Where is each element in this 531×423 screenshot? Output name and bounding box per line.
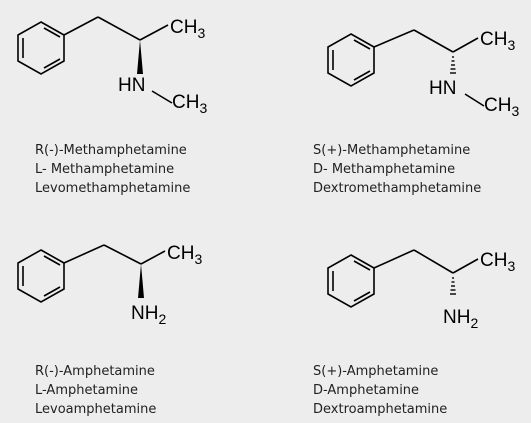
nitrogen-label: NH2 (443, 307, 478, 331)
aromatic-bond (353, 70, 371, 81)
name-dl: L- Methamphetamine (35, 162, 175, 177)
nitrogen-label: NH2 (131, 303, 166, 327)
structure-r-methamphetamine: CH3 HN CH3 (17, 16, 207, 116)
aromatic-bond (353, 291, 371, 302)
aromatic-bond (43, 27, 61, 38)
name-dl: L-Amphetamine (35, 383, 139, 398)
nitrogen-label: HN (429, 78, 456, 99)
molecule-s-methamphetamine: CH3 HN CH3 S(+)-Methamphetamine D- Metha… (310, 0, 531, 210)
ch2-to-chiral-bond (413, 249, 454, 274)
hashed-bond (450, 277, 456, 295)
name-list: S(+)-Amphetamine D-Amphetamine Dextroamp… (313, 362, 447, 419)
structure-r-amphetamine: CH3 NH2 (17, 243, 202, 327)
n-to-methyl-bond (151, 90, 173, 104)
chiral-to-methyl-bond (452, 37, 479, 53)
wedge-bond (138, 264, 144, 298)
structure-s-methamphetamine: CH3 HN CH3 (327, 29, 519, 119)
methyl-top-label: CH3 (167, 243, 202, 267)
chiral-to-methyl-bond (139, 24, 169, 41)
name-dl: D-Amphetamine (313, 383, 420, 398)
benzene-ring (17, 21, 65, 75)
benzene-ring (17, 249, 65, 303)
name-rs: R(-)-Methamphetamine (35, 143, 187, 158)
benzene-ring (327, 254, 375, 308)
aromatic-bond (43, 286, 61, 297)
molecule-r-amphetamine: CH3 NH2 R(-)-Amphetamine L-Amphetamine L… (0, 212, 265, 423)
ch2-to-chiral-bond (97, 16, 141, 41)
name-rs: S(+)-Amphetamine (313, 364, 439, 379)
ring-to-ch2-bond (373, 29, 415, 48)
name-common: Levoamphetamine (35, 402, 157, 417)
name-dl: D- Methamphetamine (313, 162, 456, 177)
methyl-n-label: CH3 (484, 95, 519, 119)
aromatic-bond (43, 58, 61, 69)
hashed-bond (450, 56, 456, 74)
methyl-top-label: CH3 (480, 29, 515, 53)
wedge-bond (137, 40, 143, 74)
methyl-top-label: CH3 (170, 17, 205, 41)
benzene-ring (327, 33, 375, 87)
chiral-to-methyl-bond (140, 250, 166, 265)
name-rs: S(+)-Methamphetamine (313, 143, 471, 158)
ring-to-ch2-bond (373, 249, 415, 269)
ch2-to-chiral-bond (103, 244, 142, 265)
structure-s-amphetamine: CH3 NH2 (327, 249, 515, 331)
n-to-methyl-bond (464, 93, 485, 107)
molecule-s-amphetamine: CH3 NH2 S(+)-Amphetamine D-Amphetamine D… (310, 212, 531, 423)
name-list: R(-)-Methamphetamine L- Methamphetamine … (35, 141, 190, 198)
nitrogen-label: HN (118, 75, 145, 96)
name-common: Levomethamphetamine (35, 181, 191, 196)
aromatic-bond (353, 260, 371, 271)
methyl-top-label: CH3 (480, 250, 515, 274)
name-list: R(-)-Amphetamine L-Amphetamine Levoamphe… (35, 362, 156, 419)
methyl-n-label: CH3 (172, 92, 207, 116)
name-rs: R(-)-Amphetamine (35, 364, 155, 379)
chiral-to-methyl-bond (452, 258, 479, 274)
aromatic-bond (43, 255, 61, 266)
ring-to-ch2-bond (63, 16, 99, 36)
name-list: S(+)-Methamphetamine D- Methamphetamine … (313, 141, 481, 198)
name-common: Dextroamphetamine (313, 402, 448, 417)
molecule-r-methamphetamine: CH3 HN CH3 R(-)-Methamphetamine L- Metha… (0, 0, 265, 210)
ch2-to-chiral-bond (413, 29, 454, 53)
aromatic-bond (353, 39, 371, 50)
ring-to-ch2-bond (63, 244, 105, 264)
name-common: Dextromethamphetamine (313, 181, 482, 196)
